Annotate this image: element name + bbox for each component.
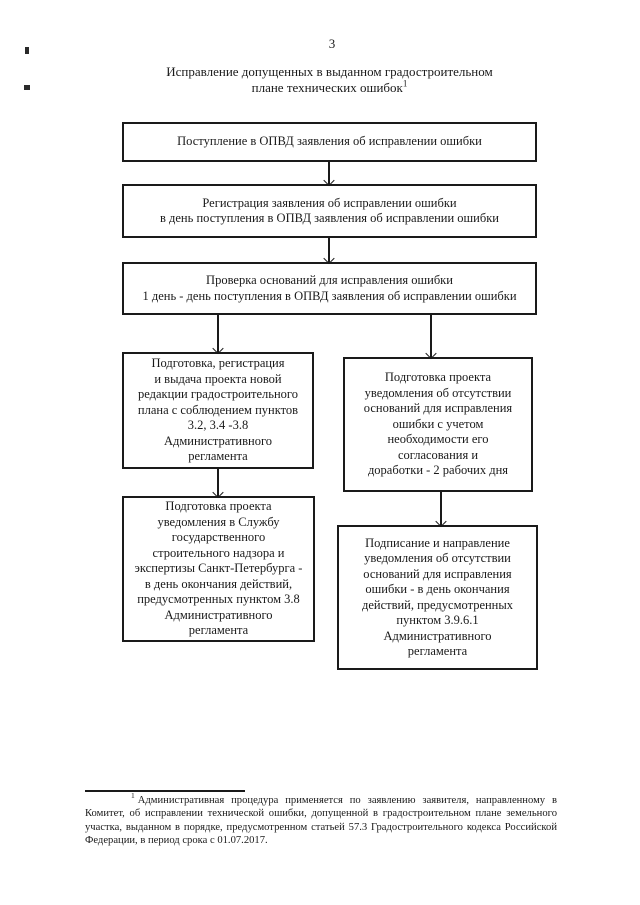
footnote-text: Административная процедура применяется п… [85,795,557,847]
flow-box-signing-text: Подписание и направление уведомления об … [361,535,514,659]
flow-box-check-grounds: Проверка оснований для исправления ошибк… [122,262,537,315]
flow-box-notice-draft-text: Подготовка проекта уведомления об отсутс… [363,370,513,478]
footnote-marker: 1 [131,791,135,801]
flow-box-registration-text: Регистрация заявления об исправлении оши… [160,195,499,226]
flow-box-receipt: Поступление в ОПВД заявления об исправле… [122,122,537,162]
page-title: Исправление допущенных в выданном градос… [112,64,547,95]
page-title-line2: плане технических ошибок [251,79,403,95]
flow-box-check-grounds-text: Проверка оснований для исправления ошибк… [142,273,517,303]
footnote-separator [85,790,245,792]
footnote-reference: 1 [402,78,408,89]
page-number: 3 [328,36,336,51]
flow-box-signing: Подписание и направление уведомления об … [337,525,538,670]
flow-box-notice-draft: Подготовка проекта уведомления об отсутс… [343,357,533,492]
arrow-registration-to-check [328,238,330,262]
flow-box-new-edition-text: Подготовка, регистрация и выдача проекта… [137,356,299,464]
page-title-line1: Исправление допущенных в выданном градос… [166,64,493,79]
flow-box-receipt-text: Поступление в ОПВД заявления об исправле… [177,134,482,149]
flow-box-registration: Регистрация заявления об исправлении оши… [122,184,537,238]
scan-artifact-dot [24,85,30,90]
scan-artifact-mark [25,47,29,54]
arrow-notice-draft-to-signing [440,492,442,525]
arrow-receipt-to-registration [328,162,330,184]
arrow-check-to-new-edition [217,315,219,352]
flow-box-service-notice-text: Подготовка проекта уведомления в Службу … [134,499,303,638]
arrow-check-to-notice-draft [430,315,432,357]
flow-box-service-notice: Подготовка проекта уведомления в Службу … [122,496,315,642]
flow-box-new-edition: Подготовка, регистрация и выдача проекта… [122,352,314,469]
arrow-new-edition-to-service-notice [217,469,219,496]
